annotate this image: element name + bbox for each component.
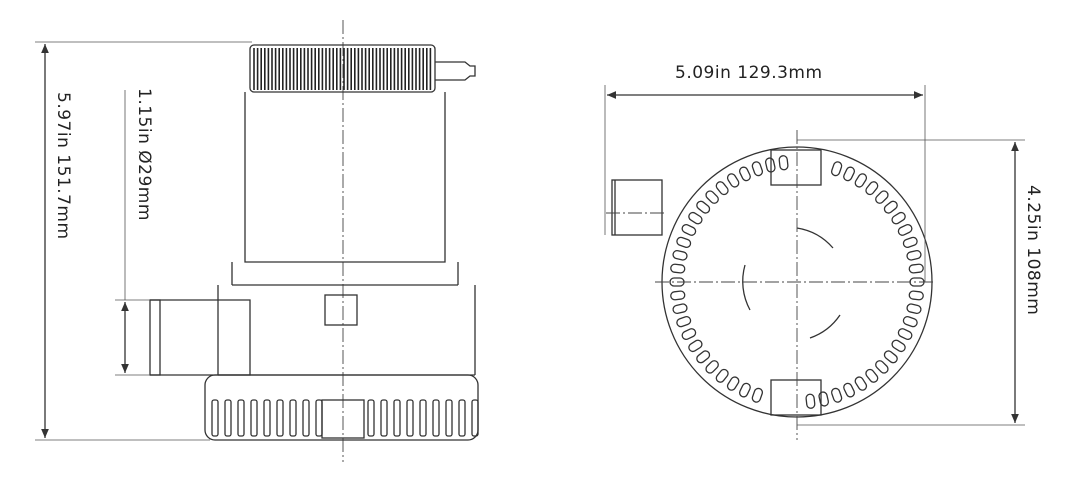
tooth [688,211,703,225]
tooth [906,303,922,315]
cap-ribs [253,48,432,90]
slot [380,399,388,437]
outlet-label: 1.15in Ø29mm [134,88,154,221]
tooth [902,236,918,249]
tooth [897,223,913,236]
tooth [875,360,889,374]
tooth [751,387,764,403]
lower-body [217,285,476,376]
slot [302,399,310,437]
slot [471,399,479,437]
slot [419,399,427,437]
tooth [738,166,751,182]
height-label: 5.97in 151.7mm [53,92,73,240]
slot [276,399,284,437]
base-tab [321,399,365,439]
slot-arc [742,264,751,311]
tooth [688,339,703,353]
tooth [726,376,740,391]
slot [458,399,466,437]
tooth [778,155,789,171]
tooth [883,350,898,364]
slot [224,399,232,437]
slot [406,399,414,437]
tab [324,294,358,326]
outlet-pipe-top [611,179,663,236]
tooth [715,181,729,196]
slot [289,399,297,437]
slot [432,399,440,437]
tooth [897,328,913,341]
slot [237,399,245,437]
tooth [715,368,729,383]
tooth [676,315,692,328]
slot [367,399,375,437]
tooth [883,200,898,214]
bottom-tab [770,379,822,416]
slot [263,399,271,437]
tooth [891,339,906,353]
tooth [672,249,688,261]
tooth [843,166,856,182]
tooth [751,161,764,177]
tooth [906,249,922,261]
cap [249,44,436,93]
tooth [726,173,740,188]
tooth [865,181,879,196]
tooth [865,368,879,383]
diameter-label: 4.25in 108mm [1023,185,1043,315]
slot-arc [809,314,841,339]
intake-teeth [669,155,925,409]
tooth [902,315,918,328]
tooth [705,360,719,374]
slot-arc [796,227,834,249]
slot [315,399,323,437]
tooth [670,263,686,274]
tooth [891,211,906,225]
outlet-pipe [150,299,251,376]
side-view: 5.97in 151.7mm 1.15in Ø29mm [35,20,479,462]
tooth [875,190,889,204]
slot [445,399,453,437]
slot [393,399,401,437]
tooth [843,382,856,398]
tooth [908,290,924,301]
tooth [705,190,719,204]
base [204,374,479,441]
tooth [672,303,688,315]
tooth [805,393,816,409]
tooth [830,161,843,177]
top-tab [770,149,822,186]
tooth [696,200,711,214]
bottom-view: 5.09in 129.3mm 4.25in 108mm [604,63,1043,440]
tooth [818,391,830,407]
tooth [681,223,697,236]
tooth [908,263,924,274]
width-label: 5.09in 129.3mm [675,63,823,83]
tooth [670,290,686,301]
tooth [676,236,692,249]
slot [211,399,219,437]
tooth [854,376,868,391]
tooth [854,173,868,188]
tooth [696,350,711,364]
slot [250,399,258,437]
tooth [764,157,776,173]
nozzle [435,61,476,81]
tooth [738,382,751,398]
body [244,92,446,263]
base-slots [211,399,479,437]
tooth [681,328,697,341]
tooth [830,387,843,403]
